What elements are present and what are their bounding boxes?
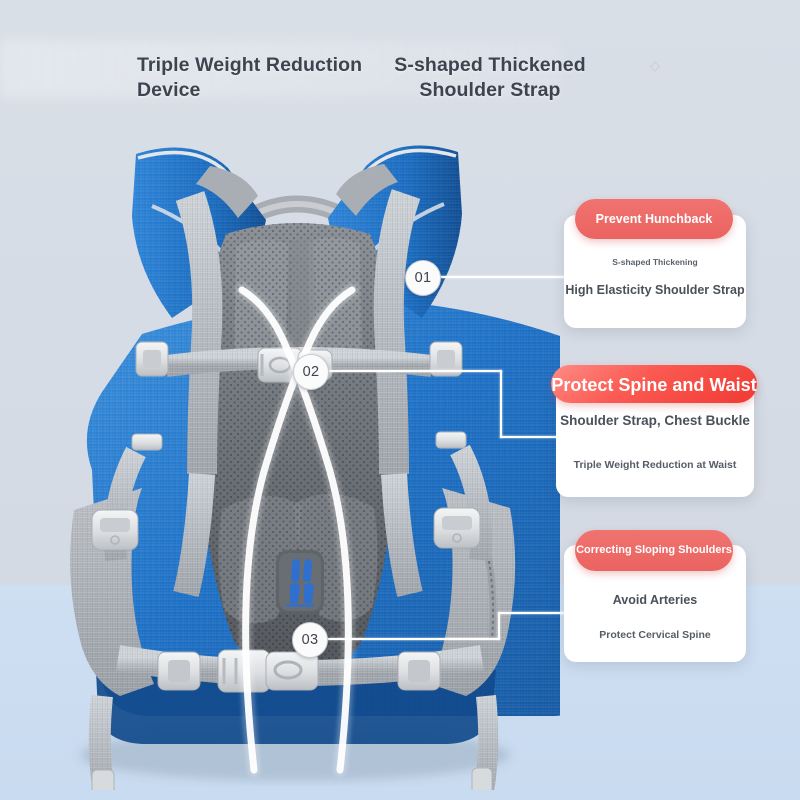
- connector-01: [438, 276, 566, 278]
- watermark: ◇: [650, 58, 660, 73]
- waist-adjuster-left: [157, 651, 201, 691]
- side-buckle-right: [433, 507, 481, 549]
- card-3-line-1: Avoid Arteries: [612, 593, 698, 607]
- product-image-backpack: [40, 110, 560, 790]
- connector-02-b: [500, 370, 502, 438]
- card-2-line-2: Triple Weight Reduction at Waist: [573, 459, 737, 471]
- marker-03[interactable]: 03: [292, 622, 328, 658]
- connector-02-a: [326, 370, 502, 372]
- chest-adjuster-left: [135, 341, 169, 377]
- waist-adjuster-right: [397, 651, 441, 691]
- headline-left: Triple Weight Reduction Device: [137, 54, 363, 101]
- card-3-line-2: Protect Cervical Spine: [599, 629, 711, 641]
- card-1-pill: Prevent Hunchback: [575, 199, 733, 239]
- card-2-pill: Protect Spine and Waist: [551, 365, 757, 403]
- spine-support-logo: [276, 550, 324, 614]
- header-wash: [0, 40, 560, 98]
- marker-01[interactable]: 01: [405, 260, 441, 296]
- s-curve-overlay: [235, 283, 359, 777]
- card-1-line-2: High Elasticity Shoulder Strap: [565, 283, 745, 297]
- connector-03-a: [325, 638, 500, 640]
- headline-right: S-shaped Thickened Shoulder Strap: [394, 54, 586, 101]
- connector-03-b: [498, 612, 500, 640]
- card-3-pill: Correcting Sloping Shoulders: [575, 530, 733, 571]
- marker-02[interactable]: 02: [293, 354, 329, 390]
- card-1-line-1: S-shaped Thickening: [612, 257, 698, 267]
- connector-02-c: [500, 436, 560, 438]
- connector-03-c: [498, 612, 568, 614]
- card-2-line-1: Shoulder Strap, Chest Buckle: [560, 413, 750, 428]
- side-buckle-left: [91, 509, 139, 551]
- chest-adjuster-right: [429, 341, 463, 377]
